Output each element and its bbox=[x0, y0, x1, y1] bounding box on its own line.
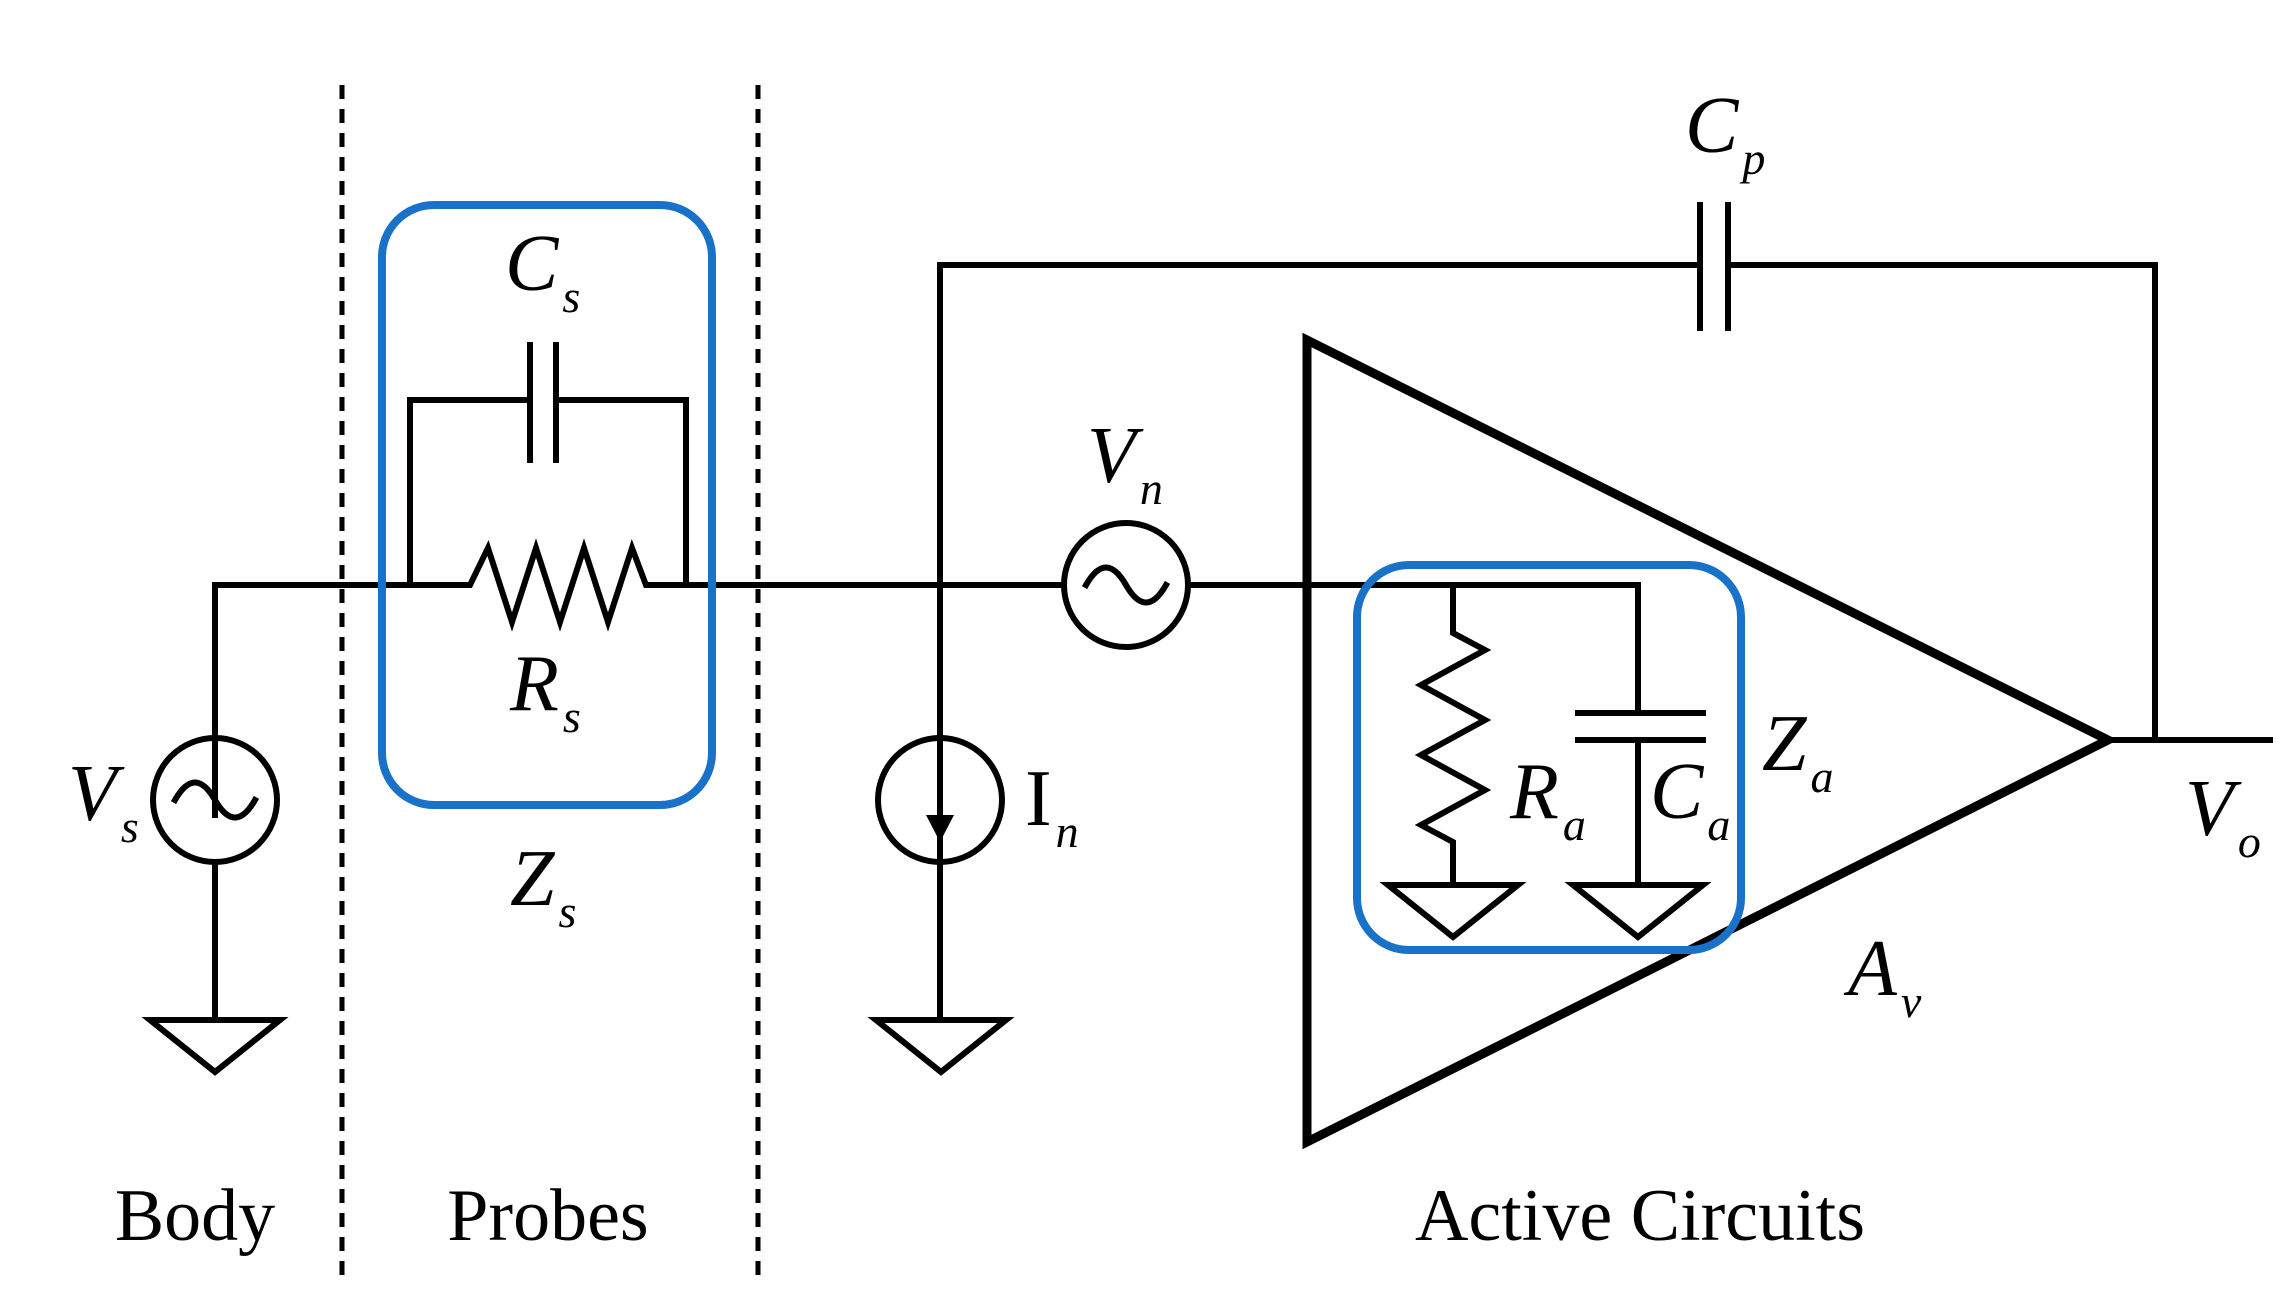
label-cp: Cp bbox=[1685, 82, 1765, 184]
input-resistor-ra bbox=[1414, 582, 1492, 888]
region-label-body: Body bbox=[115, 1175, 275, 1257]
amplifier-triangle bbox=[1302, 332, 2119, 1150]
label-ca: Ca bbox=[1650, 748, 1730, 850]
label-vn: Vn bbox=[1087, 412, 1163, 514]
region-label-probes: Probes bbox=[447, 1175, 648, 1257]
input-ca-ground-symbol bbox=[1564, 882, 1712, 941]
noise-voltage-source bbox=[1061, 520, 1191, 650]
label-vs: Vs bbox=[68, 750, 139, 852]
input-impedance-box bbox=[1353, 561, 1745, 954]
source-to-probe-wire bbox=[212, 582, 455, 818]
probe-resistor-rs bbox=[449, 538, 658, 632]
label-rs: Rs bbox=[509, 640, 581, 742]
region-label-active-circuits: Active Circuits bbox=[1415, 1175, 1865, 1257]
body-ground-symbol bbox=[141, 1017, 289, 1076]
body-voltage-source bbox=[150, 735, 280, 1023]
noise-current-source bbox=[875, 735, 1005, 865]
input-capacitor-ca bbox=[1575, 582, 1706, 888]
label-av: Av bbox=[1843, 925, 1922, 1027]
label-cs: Cs bbox=[505, 220, 580, 322]
label-za: Za bbox=[1762, 700, 1834, 802]
probe-capacitor-cs bbox=[407, 342, 689, 588]
label-zs: Zs bbox=[510, 835, 576, 937]
input-ra-ground-symbol bbox=[1379, 882, 1527, 941]
parasitic-feedback-path bbox=[937, 202, 2158, 1023]
noise-current-ground-symbol bbox=[867, 1017, 1015, 1076]
label-in: In bbox=[1025, 755, 1079, 857]
label-vo: Vo bbox=[2185, 765, 2261, 867]
label-ra: Ra bbox=[1509, 748, 1586, 850]
probe-impedance-box bbox=[378, 201, 716, 809]
